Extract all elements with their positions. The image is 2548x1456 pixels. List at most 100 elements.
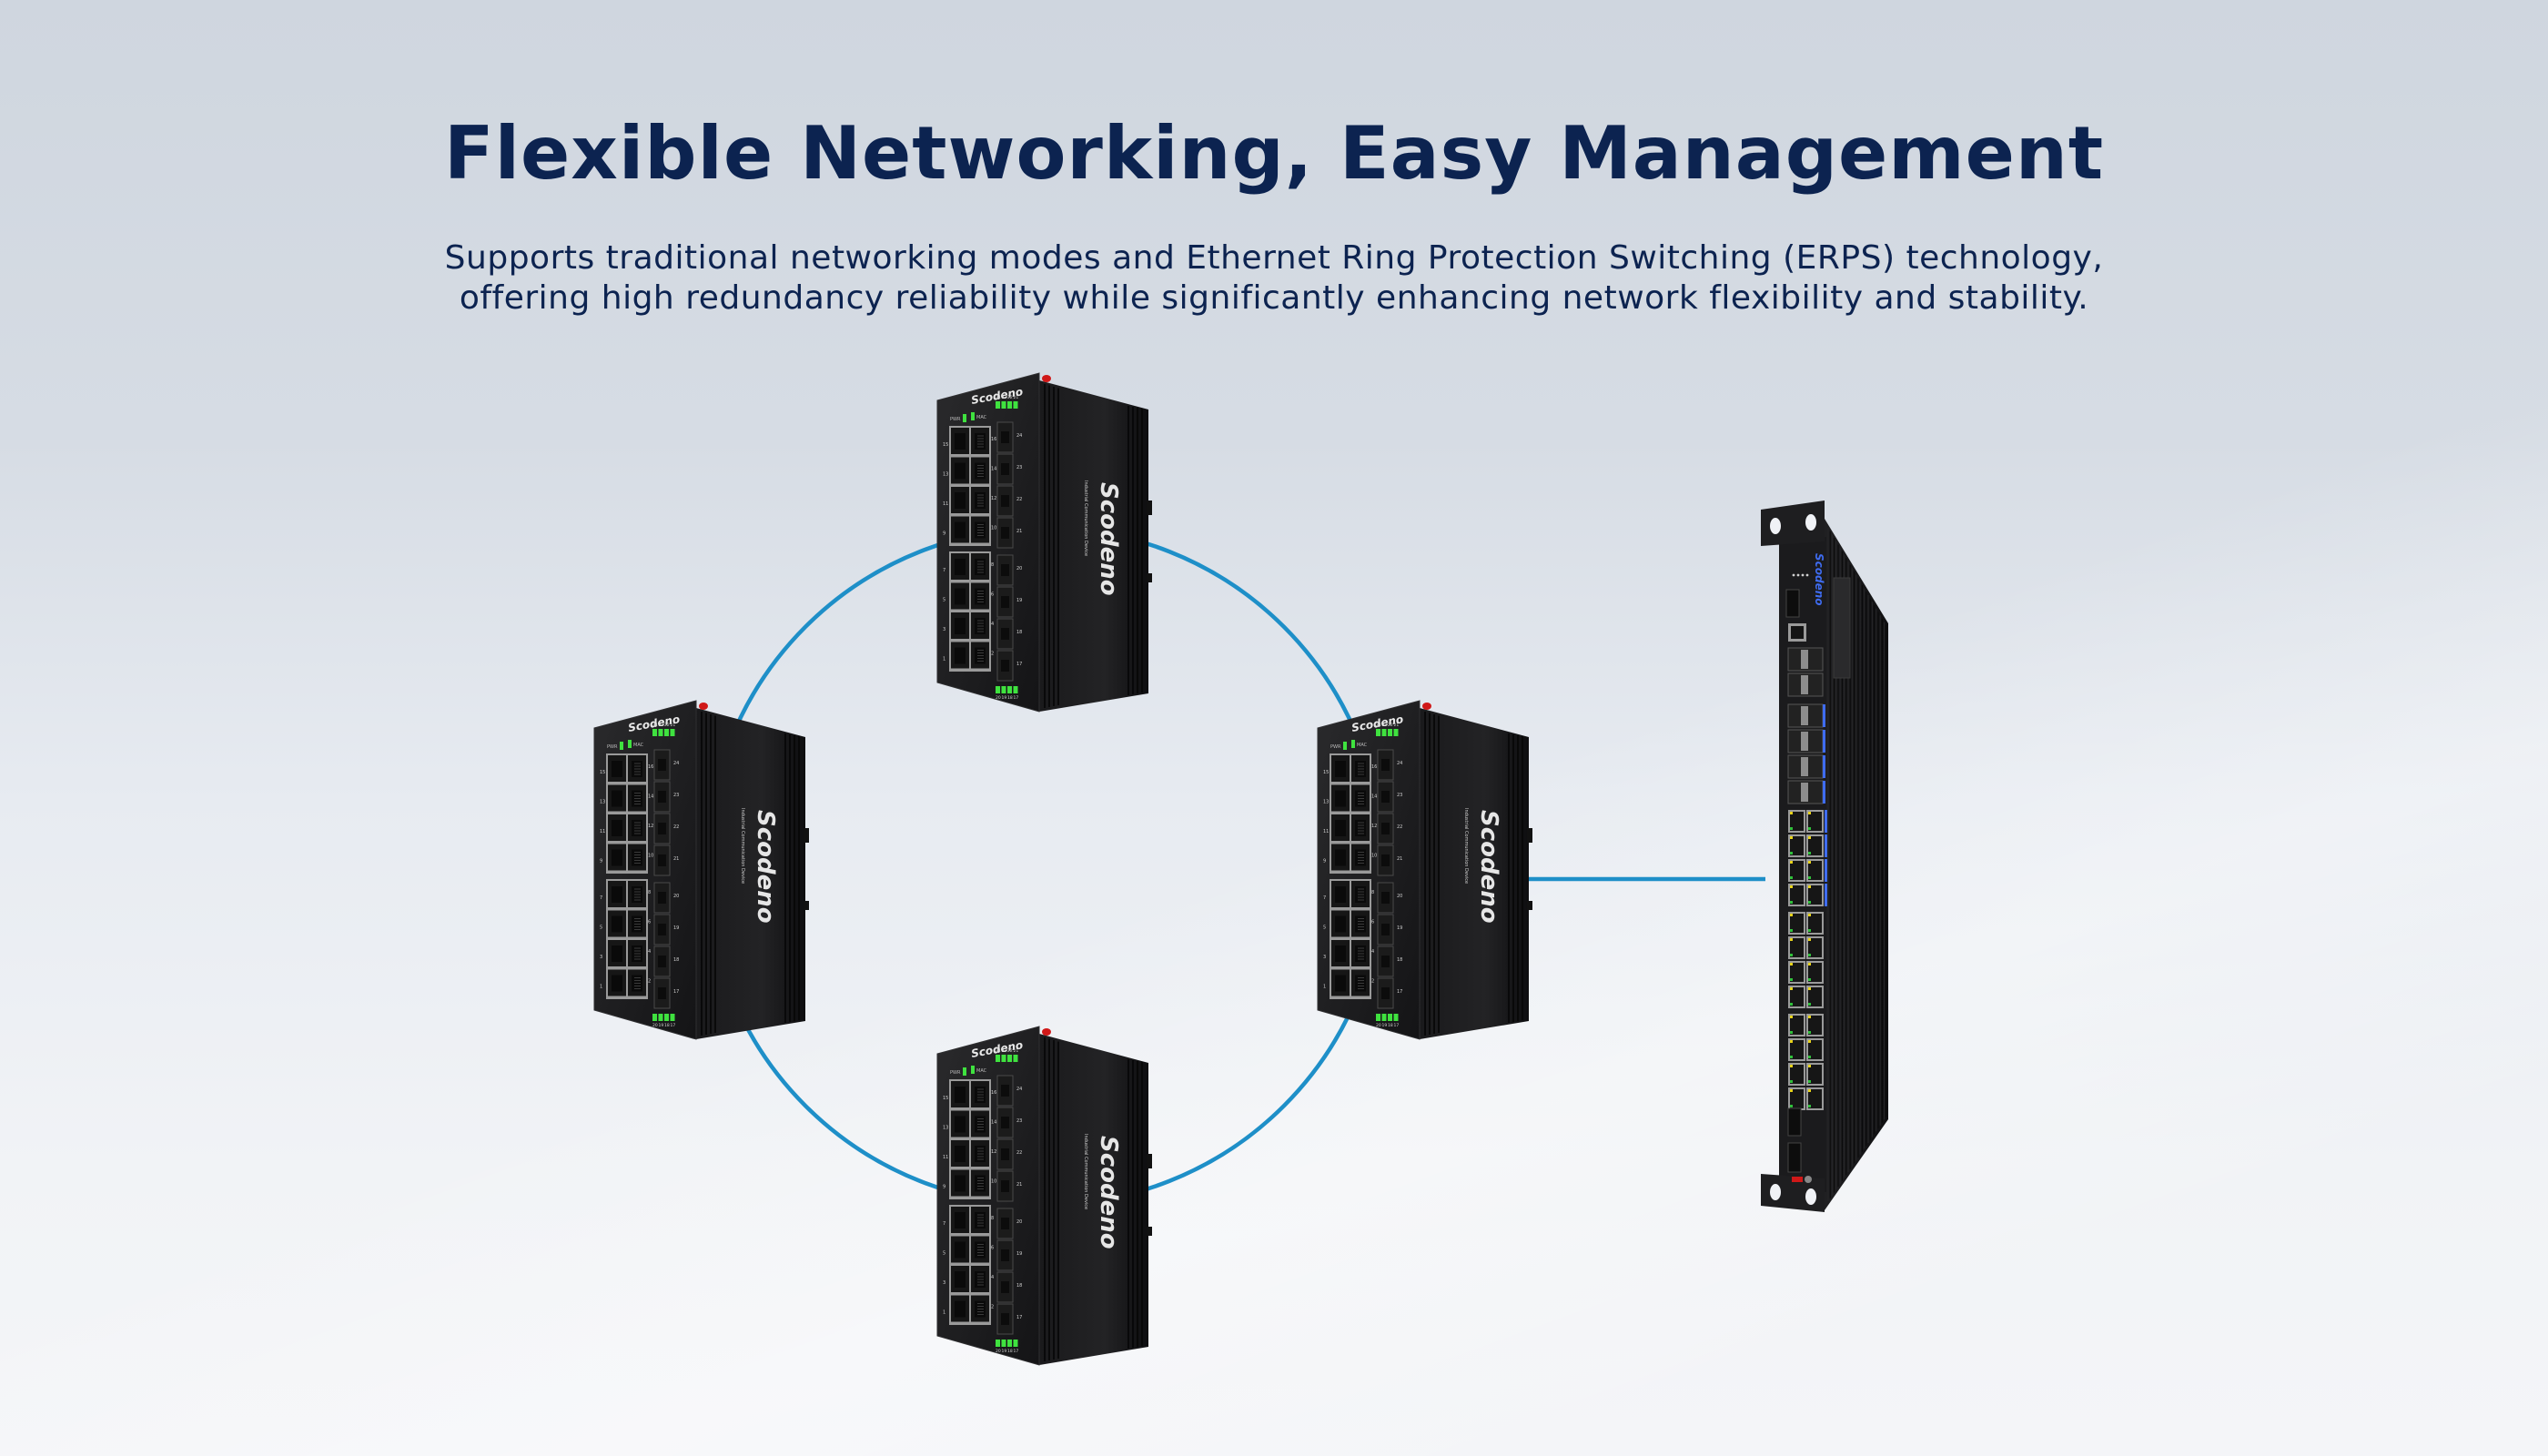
port-label: 6 bbox=[991, 592, 994, 598]
sfp-cage bbox=[1381, 791, 1390, 803]
rj45-port-socket bbox=[955, 588, 966, 605]
port-label: 7 bbox=[1323, 895, 1326, 901]
led-port-label: 19 bbox=[1002, 695, 1007, 701]
port-label: 12 bbox=[1371, 824, 1377, 829]
rj45-port-socket bbox=[612, 945, 622, 962]
port-label: 17 bbox=[1397, 989, 1402, 995]
sfp-cage bbox=[1001, 660, 1009, 672]
port-label: 13 bbox=[943, 472, 948, 478]
led-indicator bbox=[652, 1014, 657, 1021]
led-indicator bbox=[1013, 1340, 1018, 1347]
mounting-hole bbox=[1770, 518, 1781, 534]
sfp-cage bbox=[1001, 1218, 1009, 1229]
rj45-port-socket bbox=[612, 849, 622, 866]
led-label: MAC bbox=[976, 415, 987, 420]
led-indicator bbox=[1007, 686, 1012, 693]
mounting-hole bbox=[1805, 1188, 1816, 1205]
port-label: 13 bbox=[600, 800, 605, 805]
sfp-cage bbox=[658, 759, 666, 771]
led-indicator bbox=[1388, 1014, 1392, 1021]
led-indicator bbox=[1381, 1014, 1387, 1021]
port-label: 10 bbox=[1371, 854, 1377, 859]
port-label: 18 bbox=[1016, 1283, 1022, 1289]
port-label: 16 bbox=[1371, 764, 1377, 770]
activity-led bbox=[1808, 978, 1811, 981]
led-indicator bbox=[658, 1014, 663, 1021]
link-led bbox=[1808, 1065, 1811, 1067]
ground-terminal-icon bbox=[699, 703, 708, 710]
port-label: 1 bbox=[1323, 985, 1326, 990]
port-label: 3 bbox=[600, 955, 602, 960]
din-clip bbox=[804, 828, 809, 843]
port-label: 8 bbox=[991, 1216, 994, 1221]
led-port-label: 19 bbox=[1002, 1349, 1007, 1354]
port-label: 23 bbox=[1016, 465, 1022, 470]
led-port-label: 18 bbox=[664, 1023, 670, 1028]
led-indicator bbox=[628, 740, 632, 748]
port-label: 15 bbox=[943, 442, 948, 448]
link-led bbox=[1808, 963, 1811, 966]
rj45-port-socket bbox=[955, 647, 966, 664]
led-port-label: 23 bbox=[1002, 395, 1007, 400]
port-label: 6 bbox=[991, 1246, 994, 1251]
link-led bbox=[1790, 861, 1793, 864]
link-led bbox=[1808, 938, 1811, 941]
led-port-label: 18 bbox=[1007, 695, 1013, 701]
port-label: 2 bbox=[991, 652, 994, 657]
rj45-port bbox=[1790, 938, 1804, 957]
port-label: 16 bbox=[991, 1090, 996, 1096]
port-label: 3 bbox=[943, 627, 945, 632]
link-led bbox=[1790, 1016, 1793, 1018]
port-label: 10 bbox=[648, 854, 653, 859]
port-label: 21 bbox=[1016, 1182, 1022, 1188]
port-label: 19 bbox=[673, 925, 679, 931]
port-label: 23 bbox=[1397, 793, 1402, 798]
rj45-port-socket bbox=[955, 521, 966, 539]
led-port-label: 21 bbox=[1394, 723, 1400, 728]
port-label: 21 bbox=[1016, 529, 1022, 534]
rj45-port-socket bbox=[955, 1271, 966, 1288]
rj45-port-socket bbox=[1335, 790, 1346, 807]
link-led bbox=[1790, 885, 1793, 888]
link-led bbox=[1808, 836, 1811, 839]
rj45-port bbox=[1790, 1016, 1804, 1035]
sfp-cage bbox=[658, 987, 666, 999]
led-port-label: 24 bbox=[1376, 723, 1381, 728]
led-indicator bbox=[996, 401, 1000, 409]
led-indicator bbox=[971, 412, 975, 420]
rj45-port bbox=[1790, 1065, 1804, 1084]
sfp-latch bbox=[1801, 757, 1808, 776]
port-label: 12 bbox=[991, 496, 996, 501]
led-indicator bbox=[1001, 401, 1006, 409]
mounting-hole bbox=[1770, 1184, 1781, 1200]
switch-side-panel bbox=[1420, 708, 1529, 1039]
link-led bbox=[1790, 836, 1793, 839]
rj45-port bbox=[1808, 1040, 1822, 1059]
power-input-2 bbox=[1787, 1142, 1802, 1173]
led-port-label: 20 bbox=[1376, 1023, 1381, 1028]
led-port-label: 22 bbox=[1007, 1048, 1013, 1054]
led-indicator bbox=[963, 414, 966, 422]
led-port-label: 23 bbox=[1382, 723, 1388, 728]
led-indicator bbox=[670, 729, 675, 736]
rj45-port-socket bbox=[1335, 915, 1346, 933]
port-label: 19 bbox=[1397, 925, 1402, 931]
port-label: 24 bbox=[1016, 433, 1022, 439]
din-clip bbox=[1527, 901, 1532, 910]
activity-led bbox=[1808, 1080, 1811, 1083]
link-led bbox=[1790, 914, 1793, 916]
led-label: PWR bbox=[950, 417, 961, 422]
port-label: 23 bbox=[673, 793, 679, 798]
activity-led bbox=[1790, 954, 1793, 956]
led-label: PWR bbox=[607, 744, 618, 750]
link-led bbox=[1790, 812, 1793, 814]
subtitle-line-2: offering high redundancy reliability whi… bbox=[459, 279, 2089, 317]
led-label: MAC bbox=[1357, 743, 1368, 748]
led-port-label: 18 bbox=[1388, 1023, 1393, 1028]
port-label: 22 bbox=[1016, 497, 1022, 502]
rack-ear-top bbox=[1761, 500, 1825, 546]
side-brand-logo: Scodeno bbox=[1475, 810, 1502, 924]
led-label: MAC bbox=[633, 743, 644, 748]
